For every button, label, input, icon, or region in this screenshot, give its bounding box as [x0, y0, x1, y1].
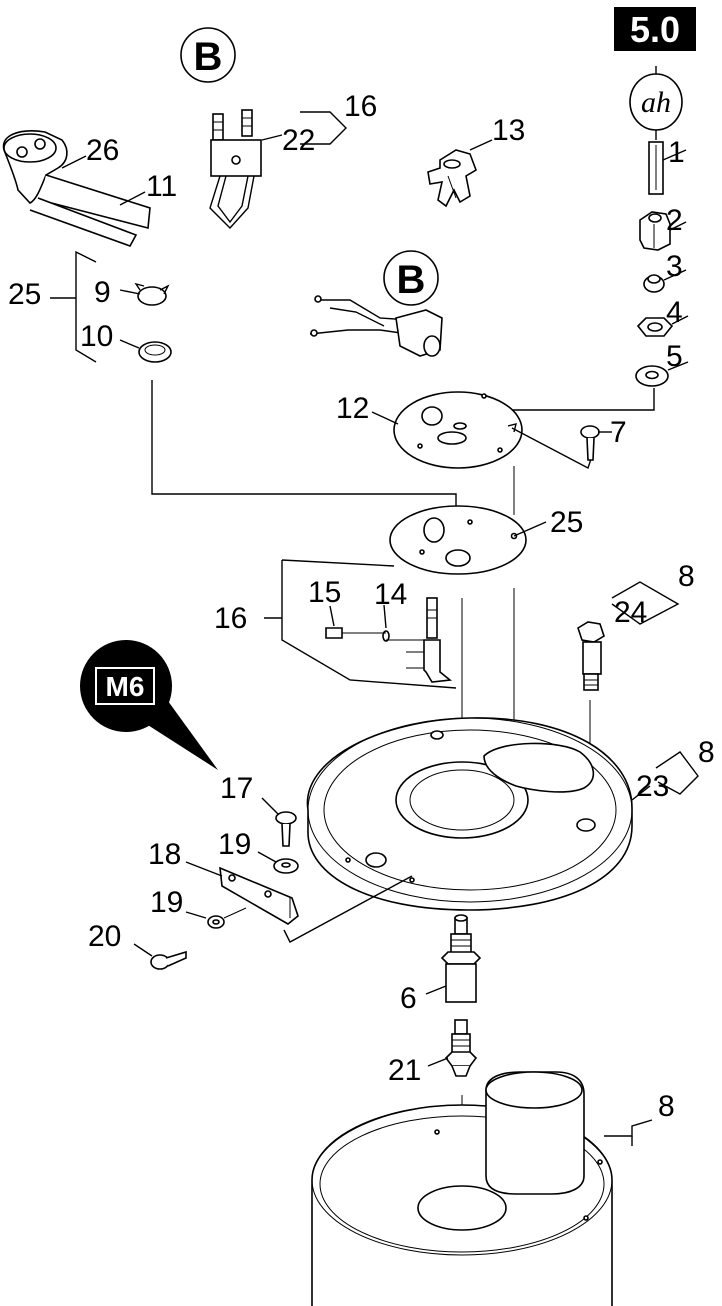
callout-1: 1	[668, 136, 685, 169]
callout-25-left: 25	[8, 278, 41, 311]
burner-base-plate	[283, 717, 699, 943]
callout-6: 6	[400, 982, 417, 1015]
ah-marker: ah	[629, 66, 683, 140]
part-19-washer-upper	[257, 851, 299, 874]
part-2-nut	[639, 211, 687, 251]
callout-24: 24	[614, 596, 647, 629]
callout-17: 17	[220, 772, 253, 805]
m6-marker: M6	[80, 640, 218, 770]
part-1-rod	[648, 141, 687, 195]
part-4-hexnut	[636, 315, 689, 337]
marker-b-top: B	[180, 27, 236, 83]
callout-5: 5	[666, 340, 683, 373]
m6-marker-label: M6	[106, 671, 145, 702]
marker-b-top-label: B	[194, 35, 223, 79]
page-badge-label: 5.0	[630, 9, 680, 50]
part-3-fitting	[643, 269, 687, 293]
bracket-25-left	[50, 250, 97, 363]
callout-8-top: 8	[678, 560, 695, 593]
callout-26: 26	[86, 134, 119, 167]
callout-15: 15	[308, 576, 341, 609]
ah-marker-label: ah	[641, 86, 671, 119]
callout-10: 10	[80, 320, 113, 353]
ignition-cable	[309, 295, 443, 357]
callout-8-bottom: 8	[658, 1090, 675, 1123]
part-9-clip	[119, 282, 170, 306]
callout-21: 21	[388, 1054, 421, 1087]
part-17-screw	[261, 797, 297, 847]
part-25-plate	[389, 466, 547, 575]
part-19-washer-lower	[185, 907, 247, 929]
part-18-bracket	[185, 861, 299, 925]
callout-18: 18	[148, 838, 181, 871]
callout-16-top: 16	[344, 90, 377, 123]
callout-19-upper: 19	[218, 828, 251, 861]
callout-23: 23	[636, 770, 669, 803]
part-11-cable	[29, 174, 151, 247]
callout-labels: 1 2 3 4 5 6 7 8 8 8 9 10 11 12 13 14 15 …	[8, 90, 715, 1123]
callout-19-lower: 19	[150, 886, 183, 919]
callout-20: 20	[88, 920, 121, 953]
part-6-nozzle-holder	[425, 914, 482, 1003]
callout-22: 22	[282, 124, 315, 157]
part-7-screw	[580, 425, 612, 461]
part-12-plate	[371, 391, 593, 470]
page-badge: 5.0	[614, 7, 696, 51]
part-21-nozzle	[427, 1019, 478, 1077]
callout-13: 13	[492, 114, 525, 147]
part-20-screw	[133, 943, 187, 970]
callout-3: 3	[666, 250, 683, 283]
callout-11: 11	[146, 170, 177, 203]
marker-b-middle-label: B	[397, 258, 426, 302]
callout-16-middle: 16	[214, 602, 247, 635]
callout-14: 14	[374, 578, 407, 611]
callout-9: 9	[94, 276, 111, 309]
part-26-connector	[2, 130, 87, 204]
part-13-bracket	[427, 139, 493, 208]
part-8-housing	[311, 1071, 653, 1306]
callout-4: 4	[666, 296, 683, 329]
callout-2: 2	[666, 204, 683, 237]
marker-b-middle: B	[383, 250, 439, 306]
part-22-electrodes	[209, 109, 347, 230]
callout-12: 12	[336, 392, 369, 425]
callout-8-middle: 8	[698, 736, 715, 769]
part-24-bolt	[577, 581, 680, 691]
callout-25-plate: 25	[550, 506, 583, 539]
part-10-grommet	[119, 339, 457, 510]
part-16-holder	[264, 559, 457, 689]
callout-7: 7	[610, 416, 627, 449]
